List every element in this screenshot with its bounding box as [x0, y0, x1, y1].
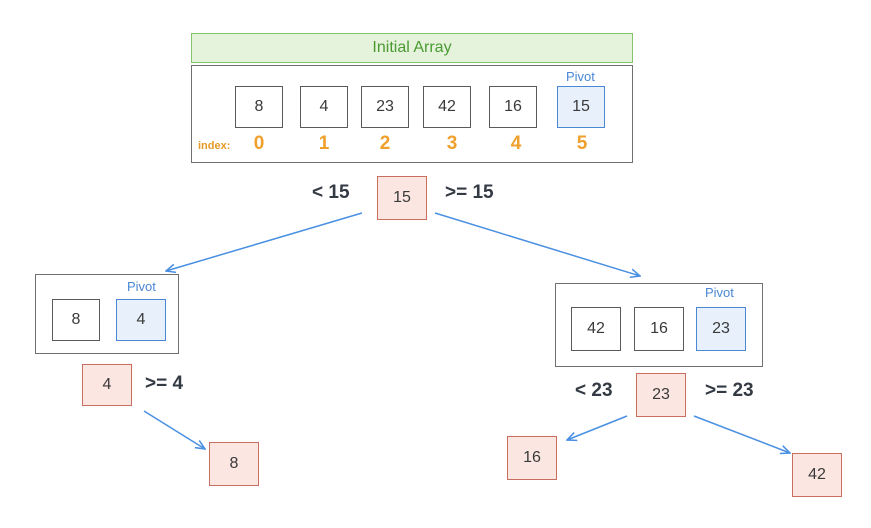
root-pivot-node: 15 [377, 176, 427, 220]
root-left-label: < 15 [312, 182, 350, 203]
left-subarray-frame [35, 274, 179, 354]
array-cell-0: 8 [235, 86, 283, 128]
index-1: 1 [318, 133, 330, 154]
initial-array-frame [191, 65, 633, 163]
left-cell-1-pivot: 4 [116, 299, 166, 341]
array-cell-3: 42 [423, 86, 471, 128]
right-pivot-label: Pivot [705, 285, 734, 300]
right-subarray-frame [555, 283, 763, 367]
array-cell-1: 4 [300, 86, 348, 128]
array-cell-2: 23 [361, 86, 409, 128]
array-cell-4: 16 [489, 86, 537, 128]
left-cell-0: 8 [52, 299, 100, 341]
arrow-root-to-left [166, 212, 363, 271]
index-0: 0 [253, 133, 265, 154]
initial-pivot-label: Pivot [566, 69, 595, 84]
root-right-label: >= 15 [445, 182, 494, 203]
left-child-node: 8 [209, 442, 259, 486]
right-cell-1: 16 [634, 307, 684, 351]
right-cell-2-pivot: 23 [696, 307, 746, 351]
left-pivot-node: 4 [82, 364, 132, 406]
left-right-label: >= 4 [145, 373, 184, 394]
right-pivot-node: 23 [636, 373, 686, 417]
arrow-right-to-left-child [567, 415, 628, 440]
index-label: index: [198, 140, 231, 152]
index-3: 3 [446, 133, 458, 154]
arrow-left-to-child [143, 410, 205, 449]
right-right-label: >= 23 [705, 380, 754, 401]
initial-array-title: Initial Array [191, 33, 633, 63]
arrow-root-to-right [434, 212, 640, 276]
index-2: 2 [379, 133, 391, 154]
array-cell-5-pivot: 15 [557, 86, 605, 128]
right-left-label: < 23 [575, 380, 613, 401]
index-5: 5 [576, 133, 588, 154]
arrow-right-to-right-child [693, 415, 790, 453]
right-left-child-node: 16 [507, 436, 557, 480]
right-right-child-node: 42 [792, 453, 842, 497]
left-pivot-label: Pivot [127, 279, 156, 294]
index-4: 4 [510, 133, 522, 154]
right-cell-0: 42 [571, 307, 621, 351]
